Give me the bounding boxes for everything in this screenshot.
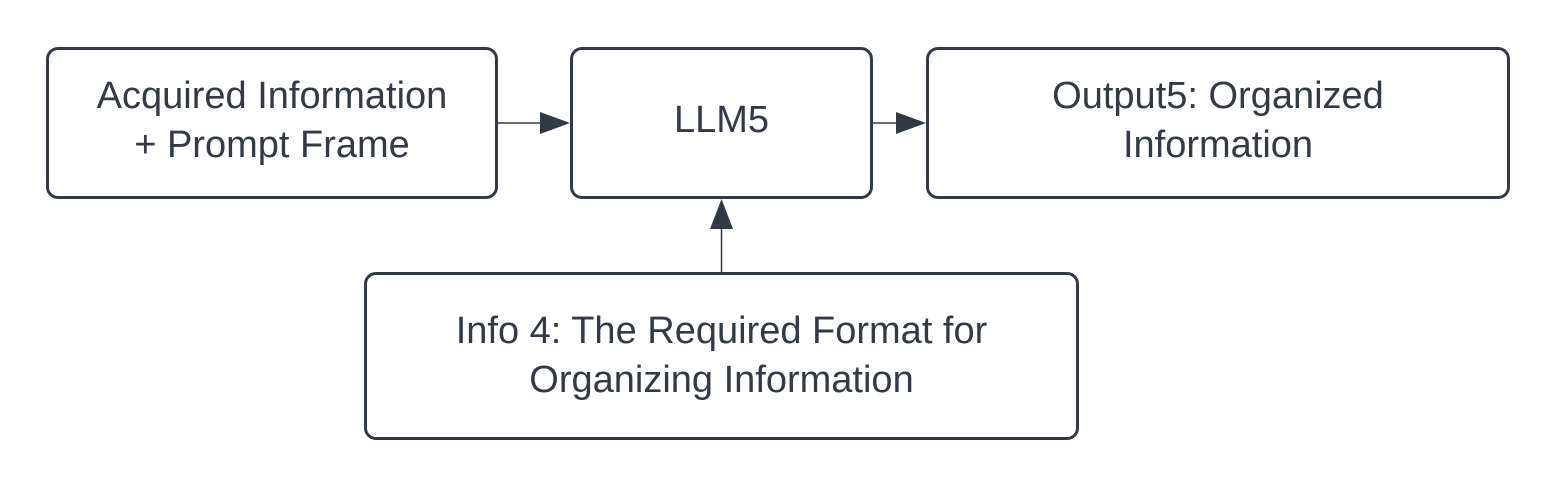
node-label-line: + Prompt Frame	[134, 123, 410, 166]
node-label-line: Info 4: The Required Format for	[455, 310, 988, 352]
node-label-line: Information	[1122, 123, 1314, 166]
node-llm5: LLM5	[570, 47, 873, 199]
edge-acquired-to-llm5	[498, 112, 570, 134]
node-label-line: Acquired Information	[96, 74, 448, 117]
node-label-line: Organizing Information	[529, 359, 914, 401]
node-label: LLM5	[674, 96, 769, 151]
edge-info4-to-llm5	[710, 199, 733, 272]
node-label-line: LLM5	[673, 98, 770, 141]
node-label: Info 4: The Required Format for Organizi…	[456, 307, 988, 405]
node-label: Output5: Organized Information	[1052, 72, 1384, 175]
node-label: Acquired Information + Prompt Frame	[97, 72, 448, 175]
node-info4-required-format: Info 4: The Required Format for Organizi…	[364, 272, 1079, 440]
node-label-line: Output5: Organized	[1052, 74, 1384, 117]
node-output5: Output5: Organized Information	[926, 47, 1510, 199]
node-acquired-information: Acquired Information + Prompt Frame	[46, 47, 498, 199]
edge-llm5-to-output5	[873, 112, 926, 134]
